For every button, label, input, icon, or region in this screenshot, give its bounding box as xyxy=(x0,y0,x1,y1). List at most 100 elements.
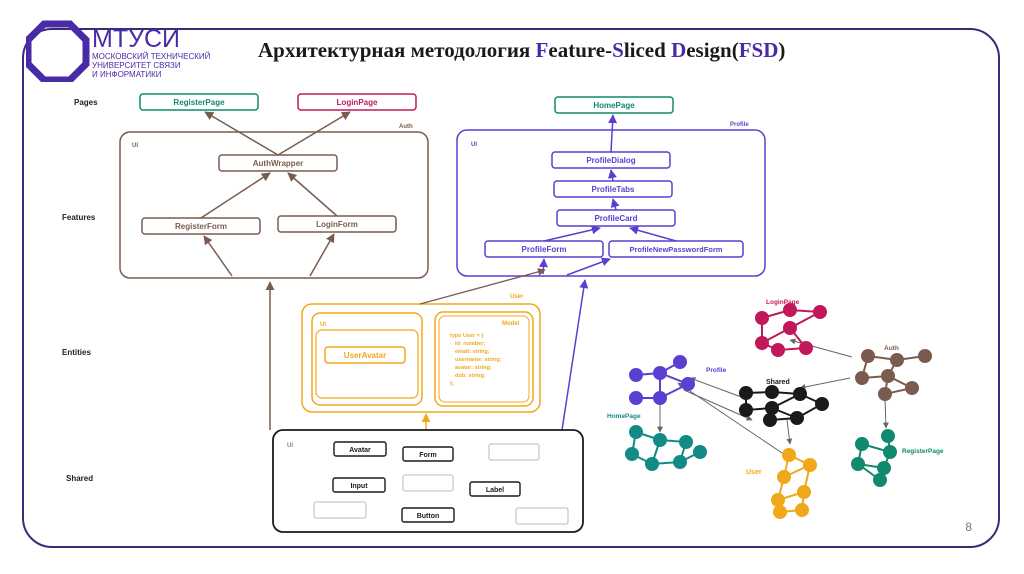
graph-node xyxy=(763,413,777,427)
graph-node xyxy=(765,401,779,415)
shared-empty-box xyxy=(515,507,569,525)
title-close: ) xyxy=(778,38,786,62)
graph-node xyxy=(783,303,797,317)
profile-ui-label: UI xyxy=(471,142,477,148)
profile-section: HomePage Profile UI ProfileDialog Profil… xyxy=(456,96,766,431)
graph-label-user: User xyxy=(746,469,762,476)
register-form-label: RegisterForm xyxy=(175,222,227,231)
auth-section: RegisterPage LoginPage Auth UI AuthWrapp… xyxy=(119,93,429,430)
graph-node xyxy=(890,353,904,367)
model-code-line: email: string; xyxy=(455,349,490,355)
graph-node xyxy=(755,336,769,350)
register-page-label: RegisterPage xyxy=(173,98,225,107)
auth-wrapper-label: AuthWrapper xyxy=(253,159,304,168)
title-s-rest: liced xyxy=(623,38,672,62)
graph-label-profile: Profile xyxy=(706,367,727,374)
logo-line-1: МОСКОВСКИЙ ТЕХНИЧЕСКИЙ xyxy=(92,52,211,61)
graph-node xyxy=(755,311,769,325)
model-code-line: dob: string; xyxy=(455,373,486,379)
shared-empty-box xyxy=(488,443,540,461)
auth-arrows xyxy=(200,111,351,430)
graph-label-register-page: RegisterPage xyxy=(902,448,944,455)
graph-node xyxy=(645,457,659,471)
graph-node xyxy=(797,485,811,499)
logo-name: МТУСИ xyxy=(92,25,180,53)
profile-new-password-form-label: ProfileNewPasswordForm xyxy=(630,245,723,254)
graph-node xyxy=(795,503,809,517)
graph-node xyxy=(693,445,707,459)
user-ui-label: UI xyxy=(320,322,326,328)
graph-node xyxy=(861,349,875,363)
graph-node xyxy=(790,411,804,425)
graph-node xyxy=(803,458,817,472)
shared-empty-box xyxy=(402,474,454,492)
graph-node xyxy=(881,429,895,443)
graph-label-shared: Shared xyxy=(766,379,790,386)
user-avatar-label: UserAvatar xyxy=(344,351,386,360)
slide-title: Архитектурная методология Feature-Sliced… xyxy=(258,38,785,63)
graph-cluster-login-page: LoginPage xyxy=(755,299,827,357)
layer-label-features: Features xyxy=(62,213,96,222)
graph-cluster-profile: Profile xyxy=(629,355,727,405)
profile-dialog-label: ProfileDialog xyxy=(586,156,635,165)
dependency-graph: LoginPage Aut xyxy=(607,299,944,519)
graph-label-auth: Auth xyxy=(884,345,899,352)
shared-section: UI Avatar Form Input Label Button xyxy=(272,429,584,533)
slide-frame xyxy=(22,28,1000,548)
page-number: 8 xyxy=(965,520,972,534)
graph-node xyxy=(793,387,807,401)
graph-node xyxy=(851,457,865,471)
graph-node xyxy=(799,341,813,355)
graph-cluster-user: User xyxy=(746,448,817,519)
graph-node xyxy=(739,386,753,400)
graph-node xyxy=(783,321,797,335)
graph-node xyxy=(679,435,693,449)
login-page-box xyxy=(297,93,417,111)
graph-node xyxy=(629,391,643,405)
title-d-rest: esign( xyxy=(686,38,739,62)
title-prefix: Архитектурная методология xyxy=(258,38,536,62)
graph-node xyxy=(883,445,897,459)
profile-tabs-label: ProfileTabs xyxy=(592,185,636,194)
graph-node xyxy=(918,349,932,363)
user-avatar-box xyxy=(324,346,406,364)
model-code-line: username: string; xyxy=(455,357,502,363)
graph-label-home-page: HomePage xyxy=(607,413,641,420)
graph-cluster-arrows xyxy=(657,338,889,456)
graph-cluster-home-page: HomePage xyxy=(607,413,707,471)
graph-node xyxy=(877,461,891,475)
title-f-rest: eature- xyxy=(548,38,613,62)
title-d-letter: D xyxy=(671,38,687,62)
mtuci-logo: МТУСИ МОСКОВСКИЙ ТЕХНИЧЕСКИЙ УНИВЕРСИТЕТ… xyxy=(26,20,211,82)
logo-line-2: УНИВЕРСИТЕТ СВЯЗИ xyxy=(92,61,181,70)
shared-avatar-box xyxy=(333,441,387,457)
layer-label-entities: Entities xyxy=(62,348,91,357)
auth-slice-label: Auth xyxy=(399,124,413,130)
graph-node xyxy=(771,343,785,357)
user-ui-box xyxy=(311,312,423,406)
graph-node xyxy=(881,369,895,383)
auth-ui-container xyxy=(119,131,429,279)
title-s-letter: S xyxy=(612,38,624,62)
home-page-label: HomePage xyxy=(593,101,635,110)
graph-node xyxy=(855,437,869,451)
shared-label-label: Label xyxy=(486,487,504,494)
shared-button-label: Button xyxy=(417,513,440,520)
shared-avatar-label: Avatar xyxy=(349,447,371,454)
model-code-line: type User = { xyxy=(450,333,484,339)
graph-node xyxy=(777,470,791,484)
user-model-box xyxy=(434,311,534,407)
register-page-box xyxy=(139,93,259,111)
user-model-inner-box xyxy=(438,315,530,403)
graph-node xyxy=(739,403,753,417)
home-page-box xyxy=(554,96,674,114)
graph-node xyxy=(873,473,887,487)
shared-label-box xyxy=(469,481,521,497)
logo-octagon-icon xyxy=(26,20,90,82)
profile-slice-label: Profile xyxy=(730,122,749,128)
shared-input-label: Input xyxy=(350,483,368,490)
graph-node xyxy=(673,355,687,369)
model-code-line: }; xyxy=(450,381,454,387)
